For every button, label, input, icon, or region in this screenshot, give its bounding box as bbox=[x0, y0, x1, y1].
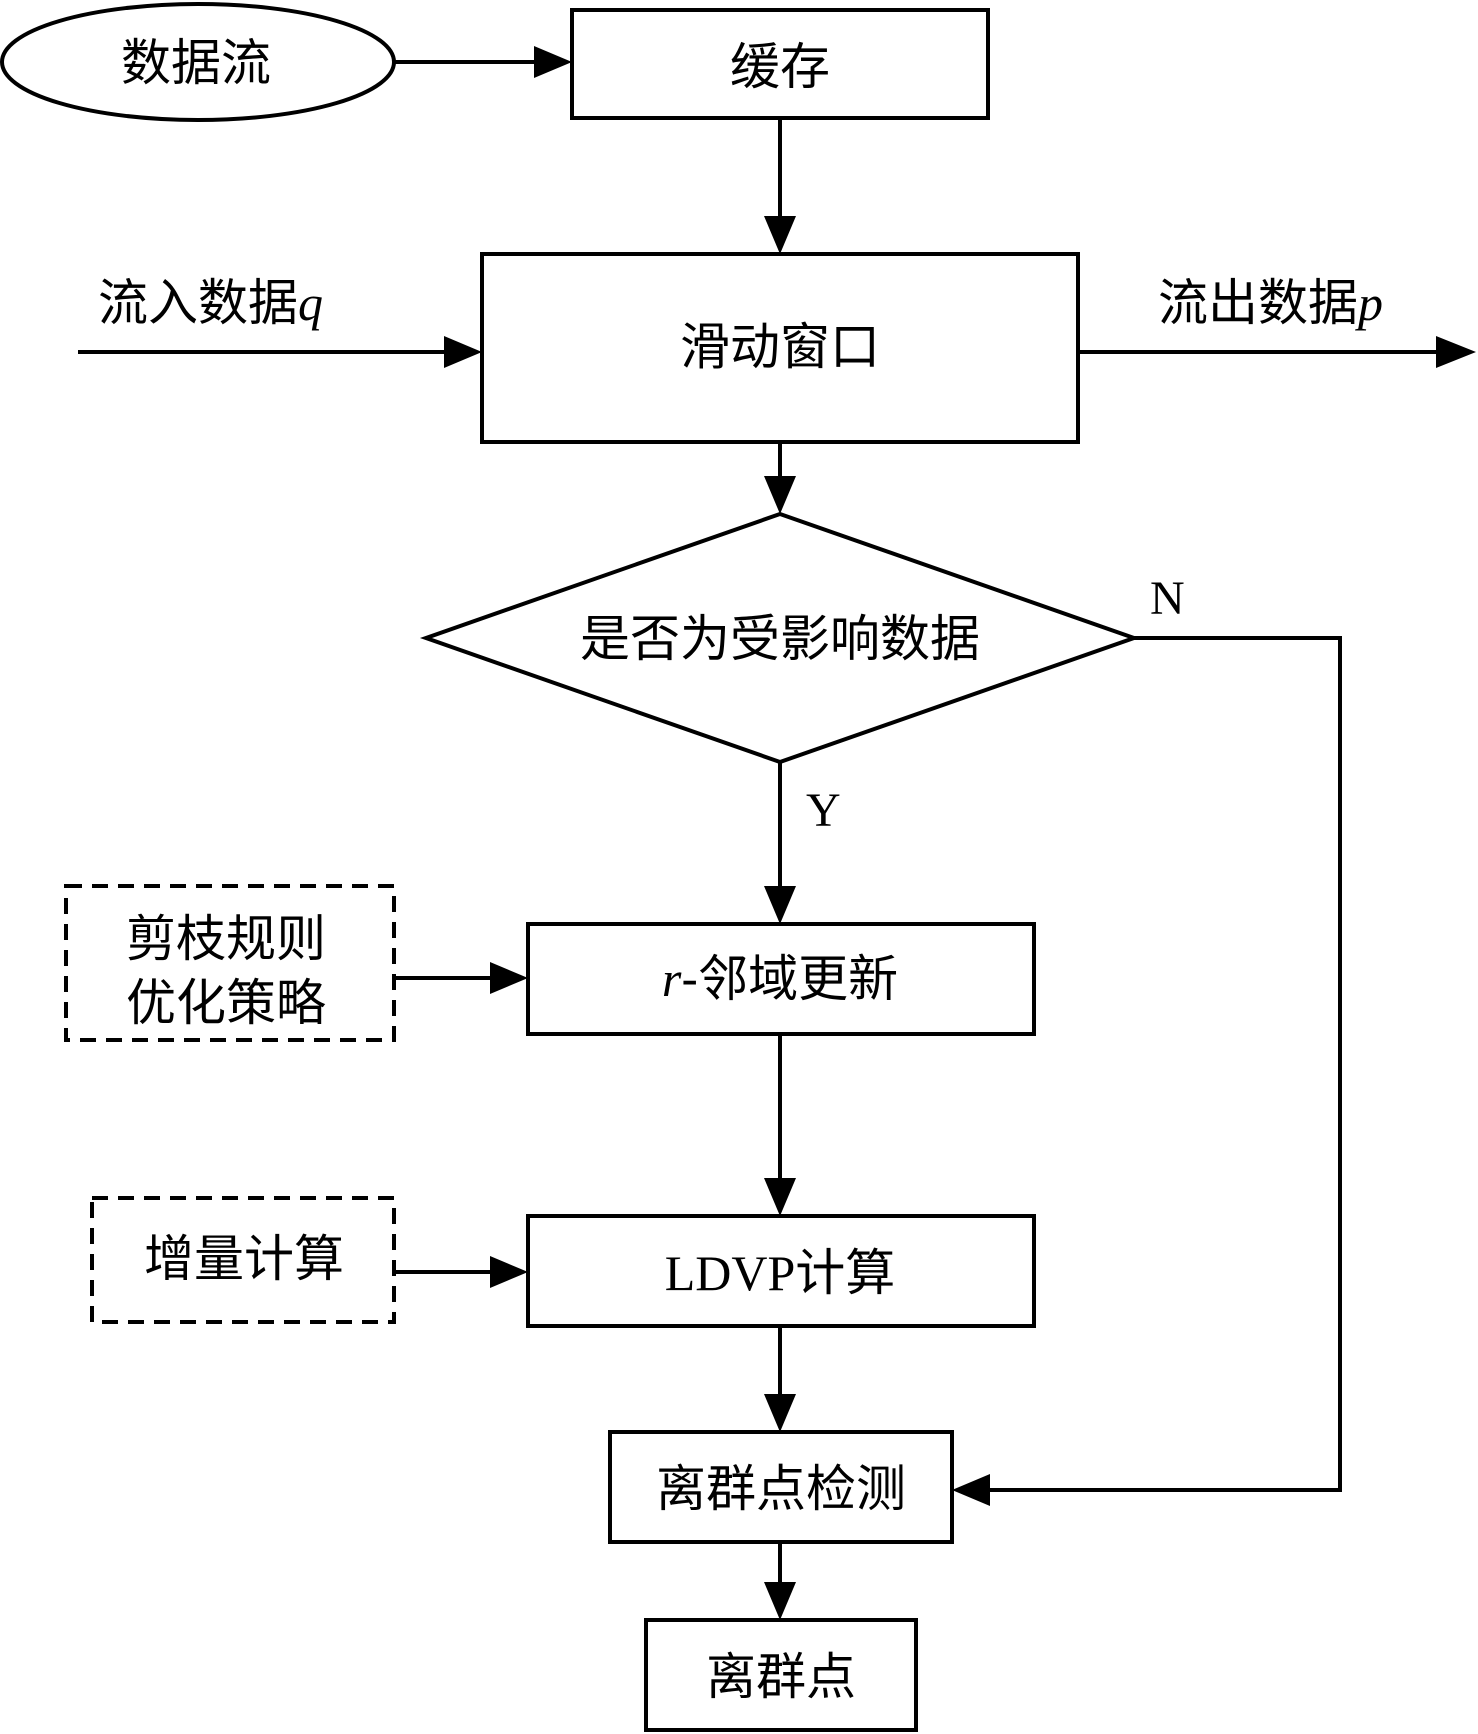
sliding-window-label: 滑动窗口 bbox=[680, 318, 880, 376]
arrow-pruning-to-update bbox=[394, 962, 528, 994]
ldvp-label: LDVP计算 bbox=[665, 1244, 896, 1302]
neighborhood-var: r bbox=[662, 951, 682, 1007]
sliding-window-node: 滑动窗口 bbox=[480, 252, 1080, 444]
arrow-outflow bbox=[1078, 336, 1476, 368]
neighborhood-text: -邻域更新 bbox=[681, 950, 898, 1008]
arrow-detection-to-outliers bbox=[764, 1542, 796, 1620]
ldvp-prefix: LDVP bbox=[665, 1245, 796, 1301]
arrow-decision-yes bbox=[764, 762, 796, 924]
outflow-label: 流出数据p bbox=[1158, 274, 1383, 332]
cache-node: 缓存 bbox=[570, 8, 990, 120]
inflow-var: q bbox=[298, 275, 323, 331]
ldvp-computation-node: LDVP计算 bbox=[526, 1214, 1036, 1328]
no-label: N bbox=[1150, 572, 1185, 625]
incremental-label: 增量计算 bbox=[144, 1230, 344, 1288]
arrow-update-to-ldvp bbox=[764, 1034, 796, 1216]
data-stream-node: 数据流 bbox=[0, 2, 396, 122]
outlier-detection-label: 离群点检测 bbox=[656, 1460, 906, 1518]
data-stream-label: 数据流 bbox=[121, 34, 271, 92]
ldvp-text: 计算 bbox=[795, 1244, 895, 1302]
neighborhood-update-node: r-邻域更新 bbox=[526, 922, 1036, 1036]
neighborhood-update-label: r-邻域更新 bbox=[662, 950, 898, 1008]
pruning-line1: 剪枝规则 bbox=[126, 910, 326, 968]
incremental-computation-box: 增量计算 bbox=[90, 1196, 396, 1324]
arrow-inflow bbox=[78, 336, 482, 368]
pruning-line2: 优化策略 bbox=[126, 974, 326, 1032]
outlier-detection-node: 离群点检测 bbox=[608, 1430, 954, 1544]
outflow-text: 流出数据 bbox=[1158, 274, 1358, 332]
arrow-window-to-decision bbox=[764, 442, 796, 514]
arrow-decision-no bbox=[952, 636, 1342, 1506]
yes-label: Y bbox=[806, 784, 841, 837]
affected-data-decision: 是否为受影响数据 bbox=[419, 511, 1141, 765]
arrow-ldvp-to-detection bbox=[764, 1326, 796, 1432]
outliers-node: 离群点 bbox=[644, 1618, 918, 1732]
outflow-var: p bbox=[1355, 275, 1383, 331]
inflow-text: 流入数据 bbox=[98, 274, 298, 332]
arrow-incremental-to-ldvp bbox=[394, 1256, 528, 1288]
outliers-label: 离群点 bbox=[706, 1648, 856, 1706]
decision-label: 是否为受影响数据 bbox=[580, 610, 980, 668]
inflow-label: 流入数据q bbox=[98, 274, 323, 332]
arrow-cache-to-window bbox=[764, 118, 796, 254]
pruning-strategy-box: 剪枝规则 优化策略 bbox=[64, 884, 396, 1042]
arrow-stream-to-cache bbox=[394, 46, 572, 78]
cache-label: 缓存 bbox=[730, 38, 830, 96]
